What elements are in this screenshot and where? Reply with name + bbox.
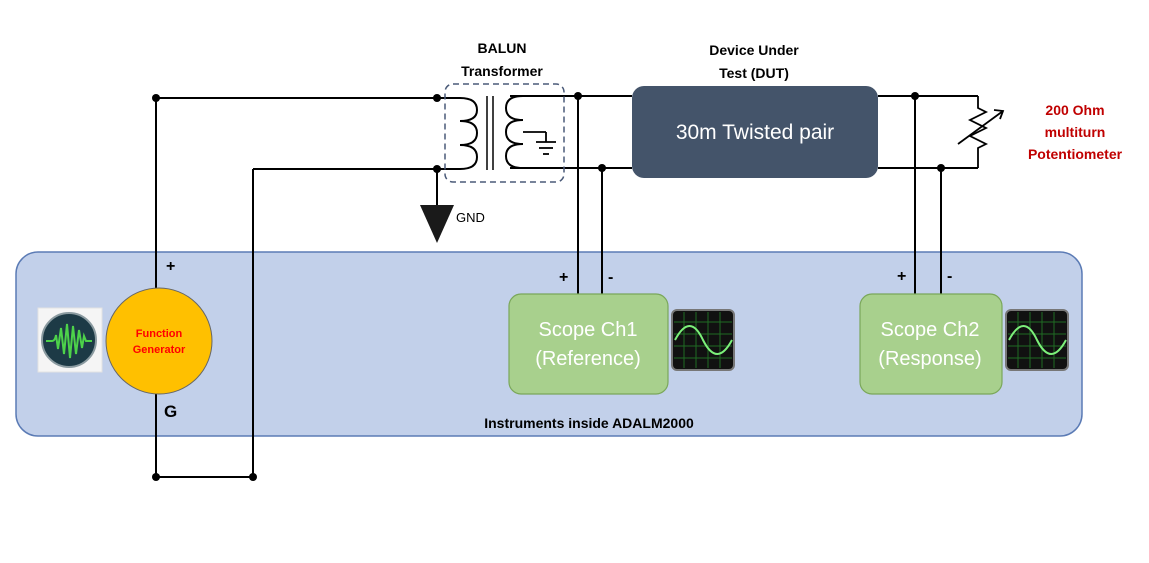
junction-dot [598, 164, 606, 172]
balun-title-line2: Transformer [461, 63, 543, 79]
panel-caption: Instruments inside ADALM2000 [484, 415, 694, 431]
junction-dot [249, 473, 257, 481]
wires [155, 95, 978, 478]
junction-dot [152, 473, 160, 481]
fg-waveform-thumbnail [37, 307, 103, 373]
ch2-minus-label: - [947, 268, 952, 285]
secondary-coil-icon [504, 95, 524, 169]
fg-label-line1: Function [136, 328, 183, 340]
ch1-minus-label: - [608, 269, 613, 286]
primary-coil-icon [459, 97, 479, 170]
ch2-plus-label: + [897, 268, 906, 285]
dut-title-line2: Test (DUT) [719, 65, 789, 81]
junctions [152, 92, 945, 481]
balun-outline [444, 83, 565, 183]
junction-dot [433, 94, 441, 102]
gnd-label: GND [456, 210, 485, 225]
dut-box-label: 30m Twisted pair [676, 121, 834, 144]
pot-label-line2: multiturn [1045, 124, 1106, 140]
junction-dot [152, 94, 160, 102]
pot-label-line1: 200 Ohm [1045, 102, 1104, 118]
fg-plus-label: + [166, 258, 175, 275]
junction-dot [911, 92, 919, 100]
oscilloscope-screen-icon [1005, 309, 1069, 371]
function-generator [105, 287, 213, 395]
scope-ch2-line1: Scope Ch2 [881, 319, 980, 341]
scope-ch1-line2: (Reference) [535, 348, 641, 370]
fg-label-line2: Generator [133, 344, 186, 356]
junction-dot [433, 165, 441, 173]
oscilloscope-screen-icon [671, 309, 735, 371]
dut-box [632, 86, 878, 178]
scope-ch1-line1: Scope Ch1 [539, 319, 638, 341]
ground-symbol-icon [523, 131, 556, 155]
fg-g-label: G [164, 402, 177, 421]
scope-ch2-box [859, 293, 1003, 395]
scope-ch1-box [508, 293, 669, 395]
balun-title-line1: BALUN [478, 40, 527, 56]
variable-resistor-icon [957, 96, 1005, 168]
gnd-triangle-icon [420, 205, 454, 243]
pot-label-line3: Potentiometer [1028, 146, 1123, 162]
scope-ch2-line2: (Response) [878, 348, 981, 370]
dut-title-line1: Device Under [709, 42, 799, 58]
junction-dot [937, 164, 945, 172]
junction-dot [574, 92, 582, 100]
ch1-plus-label: + [559, 269, 568, 286]
balun-transformer [444, 83, 565, 183]
